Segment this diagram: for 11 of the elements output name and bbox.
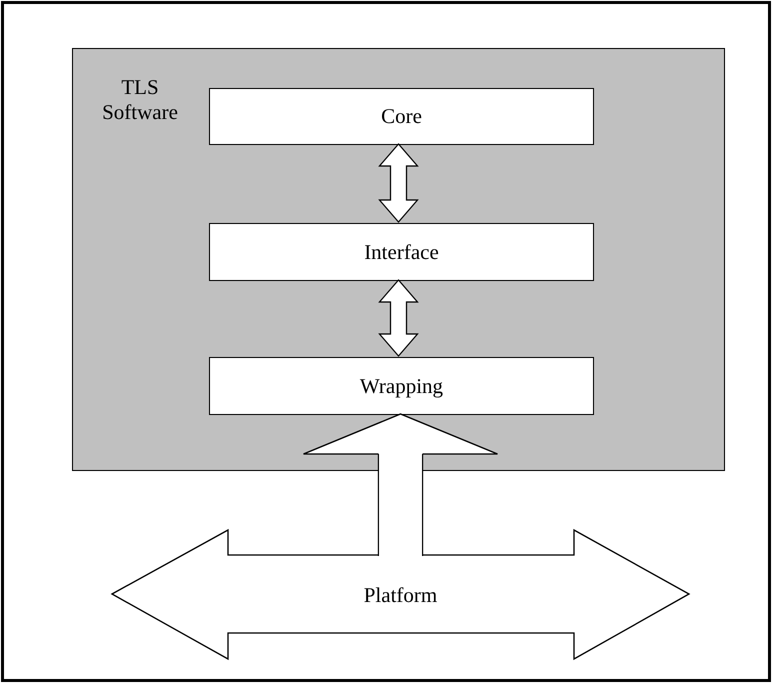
layer-box xyxy=(209,357,594,415)
layer-label: Interface xyxy=(364,240,439,264)
layer-box xyxy=(209,223,594,281)
panel-label: TLS Software xyxy=(101,75,179,125)
layer-label: Core xyxy=(381,104,422,129)
platform-label: Platform xyxy=(362,583,438,608)
software-panel xyxy=(72,48,725,471)
layer-box xyxy=(209,88,594,145)
layer-label: Wrapping xyxy=(360,374,444,398)
block-arrow xyxy=(378,279,419,357)
block-arrow xyxy=(378,143,419,223)
